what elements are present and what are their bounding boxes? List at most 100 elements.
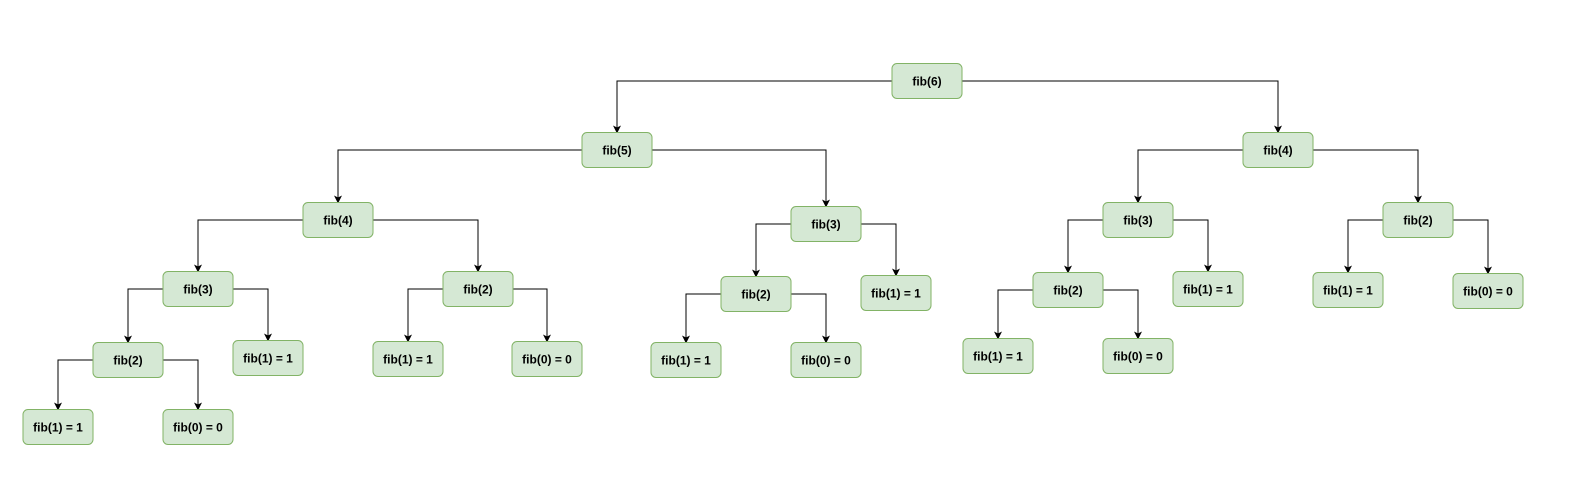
node-label: fib(2)	[463, 283, 492, 297]
edge-n3-to-n17	[1134, 149, 1243, 204]
tree-node-n14: fib(1) = 1	[860, 275, 932, 311]
tree-node-n24: fib(0) = 0	[1452, 273, 1524, 309]
edges-layer	[54, 80, 1492, 411]
node-box	[1382, 202, 1454, 238]
tree-node-n1: fib(5)	[581, 132, 653, 168]
node-box	[790, 206, 862, 242]
node-label: fib(1) = 1	[1323, 284, 1373, 298]
node-box	[790, 342, 862, 378]
edge-n0-to-n3	[962, 80, 1282, 134]
tree-node-n13: fib(2)	[720, 276, 792, 312]
node-label: fib(1) = 1	[661, 354, 711, 368]
edge-n1-to-n2	[334, 149, 582, 204]
node-label: fib(1) = 1	[973, 350, 1023, 364]
tree-node-n8: fib(1) = 1	[232, 340, 304, 376]
node-box	[891, 63, 963, 99]
node-box	[92, 342, 164, 378]
edge-n13-to-n15	[682, 293, 721, 344]
edge-n2-to-n4	[194, 219, 303, 273]
tree-node-n4: fib(3)	[162, 271, 234, 307]
tree-node-n10: fib(1) = 1	[372, 341, 444, 377]
node-label: fib(2)	[113, 354, 142, 368]
edge-n18-to-n20	[994, 289, 1033, 340]
node-label: fib(1) = 1	[243, 352, 293, 366]
node-label: fib(0) = 0	[1463, 285, 1513, 299]
node-box	[720, 276, 792, 312]
node-label: fib(0) = 0	[1113, 350, 1163, 364]
tree-node-n19: fib(1) = 1	[1172, 271, 1244, 307]
node-label: fib(3)	[811, 218, 840, 232]
edge-n2-to-n6	[373, 219, 482, 273]
node-box	[232, 340, 304, 376]
edge-n13-to-n16	[791, 293, 830, 344]
edge-n1-to-n12	[652, 149, 830, 208]
edge-n22-to-n23	[1344, 219, 1383, 274]
node-box	[511, 341, 583, 377]
tree-node-n5: fib(2)	[92, 342, 164, 378]
edge-n4-to-n8	[233, 288, 272, 342]
node-label: fib(1) = 1	[33, 421, 83, 435]
node-box	[962, 338, 1034, 374]
node-box	[1102, 202, 1174, 238]
tree-node-n3: fib(4)	[1242, 132, 1314, 168]
node-label: fib(0) = 0	[801, 354, 851, 368]
edge-n5-to-n7	[54, 359, 93, 411]
edge-n3-to-n22	[1313, 149, 1422, 204]
node-label: fib(1) = 1	[383, 353, 433, 367]
node-label: fib(4)	[323, 214, 352, 228]
edge-n17-to-n19	[1173, 219, 1212, 273]
node-label: fib(1) = 1	[1183, 283, 1233, 297]
edge-n6-to-n11	[513, 288, 551, 343]
tree-node-n0: fib(6)	[891, 63, 963, 99]
tree-node-n15: fib(1) = 1	[650, 342, 722, 378]
tree-node-n11: fib(0) = 0	[511, 341, 583, 377]
edge-n4-to-n5	[124, 288, 163, 344]
edge-n5-to-n9	[163, 359, 202, 411]
node-label: fib(5)	[602, 144, 631, 158]
node-label: fib(2)	[1403, 214, 1432, 228]
node-label: fib(2)	[741, 288, 770, 302]
tree-node-n16: fib(0) = 0	[790, 342, 862, 378]
node-box	[302, 202, 374, 238]
tree-node-n2: fib(4)	[302, 202, 374, 238]
node-box	[650, 342, 722, 378]
edge-n12-to-n13	[752, 223, 791, 278]
node-label: fib(3)	[183, 283, 212, 297]
node-box	[162, 409, 234, 445]
node-label: fib(0) = 0	[173, 421, 223, 435]
node-box	[1102, 338, 1174, 374]
node-box	[1172, 271, 1244, 307]
tree-node-n21: fib(0) = 0	[1102, 338, 1174, 374]
node-box	[162, 271, 234, 307]
node-label: fib(4)	[1263, 144, 1292, 158]
node-label: fib(1) = 1	[871, 287, 921, 301]
node-label: fib(0) = 0	[522, 353, 572, 367]
edge-n12-to-n14	[861, 223, 900, 277]
tree-node-n9: fib(0) = 0	[162, 409, 234, 445]
edge-n6-to-n10	[404, 288, 443, 343]
edge-n18-to-n21	[1103, 289, 1142, 340]
tree-node-n12: fib(3)	[790, 206, 862, 242]
nodes-layer: fib(6) fib(5) fib(4) fib(4) fib(3) fib(2) fib(…	[22, 63, 1524, 445]
tree-node-n6: fib(2)	[442, 271, 514, 307]
tree-node-n20: fib(1) = 1	[962, 338, 1034, 374]
node-box	[1452, 273, 1524, 309]
node-box	[22, 409, 94, 445]
node-box	[442, 271, 514, 307]
tree-node-n22: fib(2)	[1382, 202, 1454, 238]
tree-node-n7: fib(1) = 1	[22, 409, 94, 445]
node-box	[1242, 132, 1314, 168]
edge-n0-to-n1	[613, 80, 892, 134]
edge-n22-to-n24	[1453, 219, 1492, 275]
node-box	[581, 132, 653, 168]
node-box	[1032, 272, 1104, 308]
node-box	[1312, 272, 1384, 308]
tree-node-n18: fib(2)	[1032, 272, 1104, 308]
node-label: fib(6)	[912, 75, 941, 89]
tree-node-n23: fib(1) = 1	[1312, 272, 1384, 308]
node-label: fib(2)	[1053, 284, 1082, 298]
node-box	[372, 341, 444, 377]
edge-n17-to-n18	[1064, 219, 1103, 274]
tree-node-n17: fib(3)	[1102, 202, 1174, 238]
